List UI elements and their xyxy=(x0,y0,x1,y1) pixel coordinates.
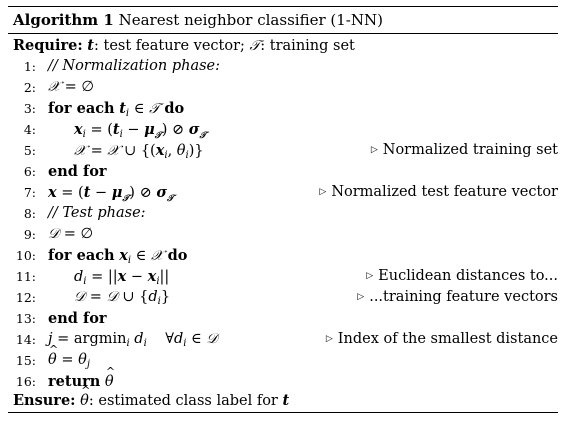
comment-test-phase: // Test phase: xyxy=(48,205,146,221)
algorithm-name: Nearest neighbor classifier (1-NN) xyxy=(118,11,383,29)
algorithm-line-10: 10: for each xi ∈ 𝒳 do xyxy=(15,247,188,266)
comment-triangle-icon: ▷ xyxy=(325,334,333,344)
bottom-rule xyxy=(8,412,558,413)
algorithm-line-12: 12: 𝒟 = 𝒟 ∪ {di} ▷...training feature ve… xyxy=(15,289,558,307)
algorithm-line-8: 8: // Test phase: xyxy=(23,205,146,221)
algorithm-line-15: 15: θ = θj xyxy=(8,343,558,373)
algorithm-line-7: 7: x = (t − μ𝒯) ⊘ σ𝒯 ▷Normalized test fe… xyxy=(23,184,558,204)
top-rule xyxy=(8,6,558,7)
algorithm-line-6: 6: end for xyxy=(23,163,107,180)
comment-normalized-training-set: ▷Normalized training set xyxy=(370,142,558,158)
algorithm-line-16: 16: return θ xyxy=(8,365,558,394)
algorithm-title: Algorithm 1 Nearest neighbor classifier … xyxy=(13,11,383,29)
ensure-line: Ensure: θ: estimated class label for t xyxy=(8,384,558,413)
comment-triangle-icon: ▷ xyxy=(357,292,365,302)
comment-training-feature-vectors: ▷...training feature vectors xyxy=(357,289,558,305)
comment-normalized-test-vector: ▷Normalized test feature vector xyxy=(319,184,558,200)
ensure-keyword: Ensure: xyxy=(13,392,76,409)
algorithm-line-5: 5: 𝒳 = 𝒳 ∪ {(xi, θi)} ▷Normalized traini… xyxy=(23,142,558,161)
algorithm-line-3: 3: for each ti ∈ 𝒯 do xyxy=(23,100,185,119)
header-rule xyxy=(8,33,558,34)
algorithm-line-14: 14: j = argmini di ∀di ∈ 𝒟 ▷Index of the… xyxy=(15,331,558,349)
require-line: Require: t: test feature vector; 𝒯: trai… xyxy=(13,37,355,54)
algorithm-block: Algorithm 1 Nearest neighbor classifier … xyxy=(8,6,558,414)
algorithm-label: Algorithm 1 xyxy=(13,11,114,29)
comment-smallest-distance: ▷Index of the smallest distance xyxy=(325,331,558,347)
algorithm-line-4: 4: xi = (ti − μ𝒯) ⊘ σ𝒯 xyxy=(23,121,207,141)
comment-euclidean-distances: ▷Euclidean distances to... xyxy=(366,268,558,284)
algorithm-line-9: 9: 𝒟 = ∅ xyxy=(23,226,94,242)
comment-triangle-icon: ▷ xyxy=(319,187,327,197)
algorithm-line-11: 11: di = ||x − xi|| ▷Euclidean distances… xyxy=(15,268,558,287)
comment-triangle-icon: ▷ xyxy=(370,145,378,155)
comment-triangle-icon: ▷ xyxy=(366,271,374,281)
require-keyword: Require: xyxy=(13,37,83,54)
algorithm-line-13: 13: end for xyxy=(15,310,107,327)
algorithm-line-1: 1: // Normalization phase: xyxy=(23,58,220,74)
algorithm-line-2: 2: 𝒳 = ∅ xyxy=(23,79,95,95)
comment-normalization: // Normalization phase: xyxy=(48,58,220,74)
